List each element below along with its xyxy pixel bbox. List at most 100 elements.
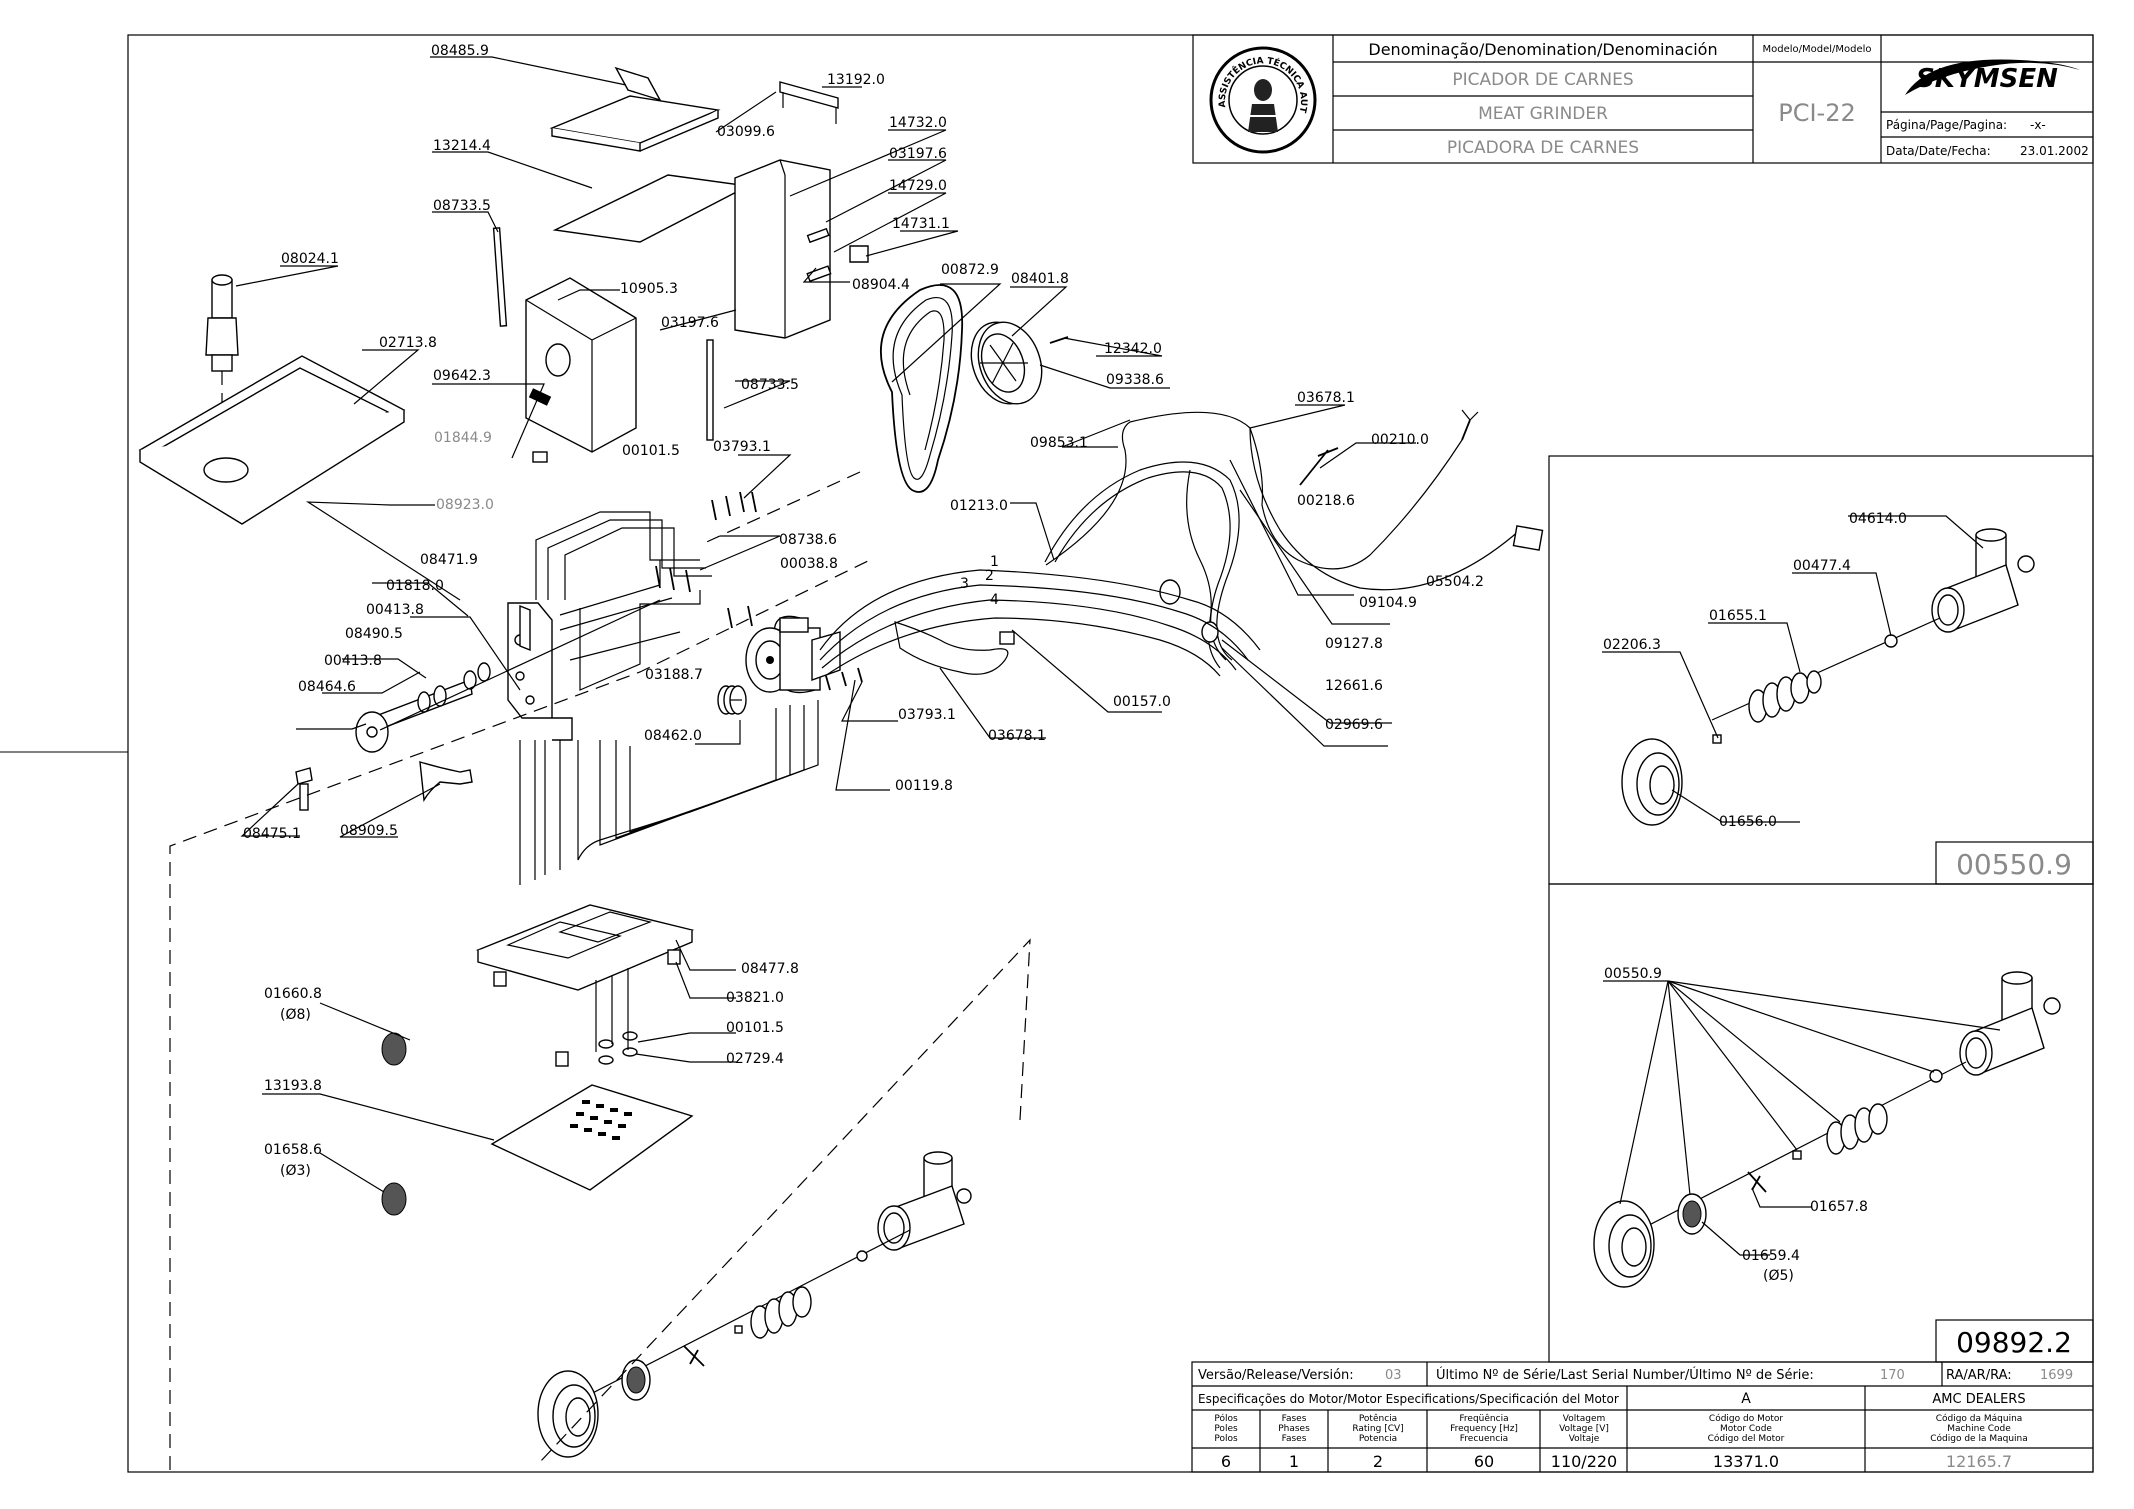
label-00038-8: 00038.8: [780, 556, 838, 572]
motor-spec-value: A: [1741, 1391, 1751, 1407]
label-01655-1: 01655.1: [1709, 608, 1767, 624]
spec-col-phases: Fases Phases Fases 1: [1278, 1414, 1310, 1471]
label-13192-0: 13192.0: [827, 72, 885, 88]
grinder-head-assembly: [295, 604, 531, 811]
pulley-part: [970, 321, 1043, 405]
label-00413-8-a: 00413.8: [366, 602, 424, 618]
main-exploded-view: 1 2 3 4: [138, 43, 1544, 1470]
label-08733-5-b: 08733.5: [741, 377, 799, 393]
label-00413-8-b: 00413.8: [324, 653, 382, 669]
svg-text:Machine Code: Machine Code: [1947, 1424, 2011, 1434]
spec-col-poles: Pólos Poles Polos 6: [1214, 1413, 1238, 1471]
dealers: AMC DEALERS: [1932, 1392, 2025, 1407]
inset-top-code: 00550.9: [1956, 848, 2072, 881]
ra-label: RA/AR/RA:: [1946, 1368, 2012, 1383]
label-00119-8: 00119.8: [895, 778, 953, 794]
bracket-part: [779, 81, 839, 109]
pin-part: [734, 1325, 743, 1334]
svg-text:Código do Motor: Código do Motor: [1709, 1413, 1783, 1424]
svg-text:Pólos: Pólos: [1214, 1413, 1238, 1424]
svg-text:Potencia: Potencia: [1359, 1434, 1397, 1444]
grinder-body-part: [1931, 528, 2035, 633]
rod-part: [492, 227, 508, 327]
label-08471-9: 08471.9: [420, 552, 478, 568]
spec-col-frequency: Freqüência Frequency [Hz] Frecuencia 60: [1450, 1413, 1518, 1471]
rod-part: [706, 339, 714, 441]
label-02969-6: 02969.6: [1325, 717, 1383, 733]
skymsen-logo: SKYMSEN: [1905, 59, 2080, 95]
pin-part: [1792, 1150, 1802, 1160]
label-13193-8: 13193.8: [264, 1078, 322, 1094]
label-08401-8: 08401.8: [1011, 271, 1069, 287]
plate-8mm-part: [381, 1032, 407, 1066]
label-14729-0: 14729.0: [889, 178, 947, 194]
svg-text:Rating [CV]: Rating [CV]: [1352, 1424, 1403, 1434]
label-00872-9: 00872.9: [941, 262, 999, 278]
svg-text:Voltagem: Voltagem: [1563, 1414, 1606, 1424]
svg-text:Motor Code: Motor Code: [1720, 1424, 1772, 1434]
wire-number-4: 4: [990, 592, 999, 608]
bottom-info-block: Versão/Release/Versión: 03 Último Nº de …: [1191, 1361, 2094, 1473]
motor-pulley-part: [717, 685, 747, 715]
leader-lines: [235, 56, 1416, 1193]
worm-screw-part: [1748, 670, 1822, 723]
label-03197-6-b: 03197.6: [661, 315, 719, 331]
spec-col-machine-code: Código da Máquina Machine Code Código de…: [1930, 1413, 2028, 1471]
inset-top-panel: 00550.9 04614.0: [1548, 455, 2094, 885]
svg-text:Fases: Fases: [1282, 1434, 1307, 1444]
date-label: Data/Date/Fecha:: [1886, 144, 1991, 158]
svg-text:Voltage [V]: Voltage [V]: [1559, 1424, 1609, 1434]
base-plate-part: [475, 904, 695, 991]
label-08475-1: 08475.1: [243, 826, 301, 842]
clip-part: [532, 451, 548, 463]
ring-nut-part: [1621, 738, 1683, 826]
name-en: MEAT GRINDER: [1478, 104, 1608, 124]
motor-spec-label: Especificações do Motor/Motor Especifica…: [1198, 1392, 1619, 1406]
model-header: Modelo/Model/Modelo: [1762, 44, 1871, 55]
phases-value: 1: [1289, 1452, 1299, 1471]
washer-part: [856, 1250, 868, 1262]
washer-part: [1884, 634, 1898, 648]
inset-bottom-panel: 09892.2: [1548, 883, 2094, 1363]
screw-cluster: [655, 491, 863, 691]
model-value: PCI-22: [1778, 99, 1856, 127]
label-05504-2: 05504.2: [1426, 574, 1484, 590]
motor-code-value: 13371.0: [1713, 1452, 1779, 1471]
svg-text:Fases: Fases: [1282, 1414, 1307, 1424]
label-08923-0: 08923.0: [436, 497, 494, 513]
label-13214-4: 13214.4: [433, 138, 491, 154]
svg-text:Poles: Poles: [1214, 1424, 1238, 1434]
spec-col-motor-code: Código do Motor Motor Code Código del Mo…: [1708, 1413, 1785, 1471]
washer-part: [1929, 1069, 1943, 1083]
label-01213-0: 01213.0: [950, 498, 1008, 514]
svg-text:Código del Motor: Código del Motor: [1708, 1433, 1785, 1444]
label-08464-6: 08464.6: [298, 679, 356, 695]
label-09104-9: 09104.9: [1359, 595, 1417, 611]
denomination-header: Denominação/Denomination/Denominación: [1368, 40, 1717, 59]
label-00218-6: 00218.6: [1297, 493, 1355, 509]
pusher-part: [205, 274, 239, 372]
spec-col-voltage: Voltagem Voltage [V] Voltaje 110/220: [1551, 1414, 1617, 1471]
label-10905-3: 10905.3: [620, 281, 678, 297]
label-14731-1: 14731.1: [892, 216, 950, 232]
label-08904-4: 08904.4: [852, 277, 910, 293]
label-00157-0: 00157.0: [1113, 694, 1171, 710]
frequency-value: 60: [1474, 1452, 1494, 1471]
svg-text:Voltaje: Voltaje: [1569, 1434, 1600, 1444]
version-value: 03: [1385, 1368, 1402, 1383]
label-12342-0: 12342.0: [1104, 341, 1162, 357]
label-08733-5-a: 08733.5: [433, 198, 491, 214]
front-frame-part: [507, 602, 573, 741]
svg-text:Freqüência: Freqüência: [1459, 1413, 1508, 1424]
tray-part: [138, 355, 406, 525]
spec-col-rating: Potência Rating [CV] Potencia 2: [1352, 1413, 1403, 1471]
name-es: PICADORA DE CARNES: [1447, 138, 1639, 158]
label-00210-0: 00210.0: [1371, 432, 1429, 448]
svg-text:Potência: Potência: [1359, 1413, 1397, 1424]
svg-text:Polos: Polos: [1214, 1434, 1238, 1444]
label-01658-6: 01658.6: [264, 1142, 322, 1158]
rating-value: 2: [1373, 1452, 1383, 1471]
voltage-value: 110/220: [1551, 1452, 1617, 1471]
label-03188-7: 03188.7: [645, 667, 703, 683]
machine-code-value: 12165.7: [1946, 1452, 2012, 1471]
